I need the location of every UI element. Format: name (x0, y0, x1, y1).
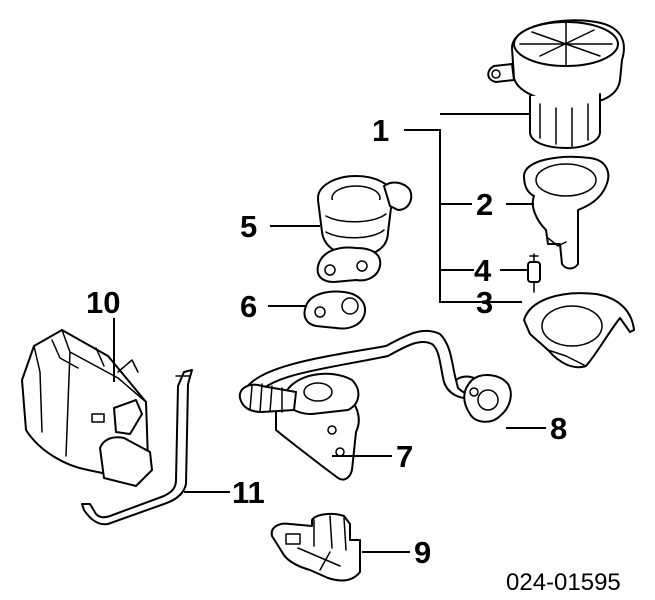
callout-6: 6 (240, 289, 257, 324)
leader-lines (113, 113, 546, 553)
small-valve (527, 253, 541, 293)
callout-11: 11 (232, 475, 265, 510)
callout-4: 4 (474, 253, 492, 288)
diagram-number: 024-01595 (506, 569, 621, 596)
callout-9: 9 (414, 535, 431, 570)
solenoid-valve (270, 512, 361, 582)
mounting-bracket (238, 372, 360, 481)
heat-shield-plate (523, 292, 635, 369)
callout-2: 2 (476, 187, 493, 222)
pump-gasket-bracket (523, 155, 610, 270)
air-valve-body (316, 175, 413, 283)
callout-10: 10 (86, 285, 120, 320)
mounting-strap (81, 369, 193, 526)
flange-gasket (303, 290, 366, 330)
air-pump (487, 19, 625, 149)
callout-1: 1 (372, 113, 389, 148)
callout-8: 8 (550, 411, 567, 446)
control-housing (21, 329, 153, 487)
callout-3: 3 (476, 285, 493, 320)
air-pipe (245, 329, 512, 423)
callout-5: 5 (240, 209, 257, 244)
callout-7: 7 (396, 439, 413, 474)
